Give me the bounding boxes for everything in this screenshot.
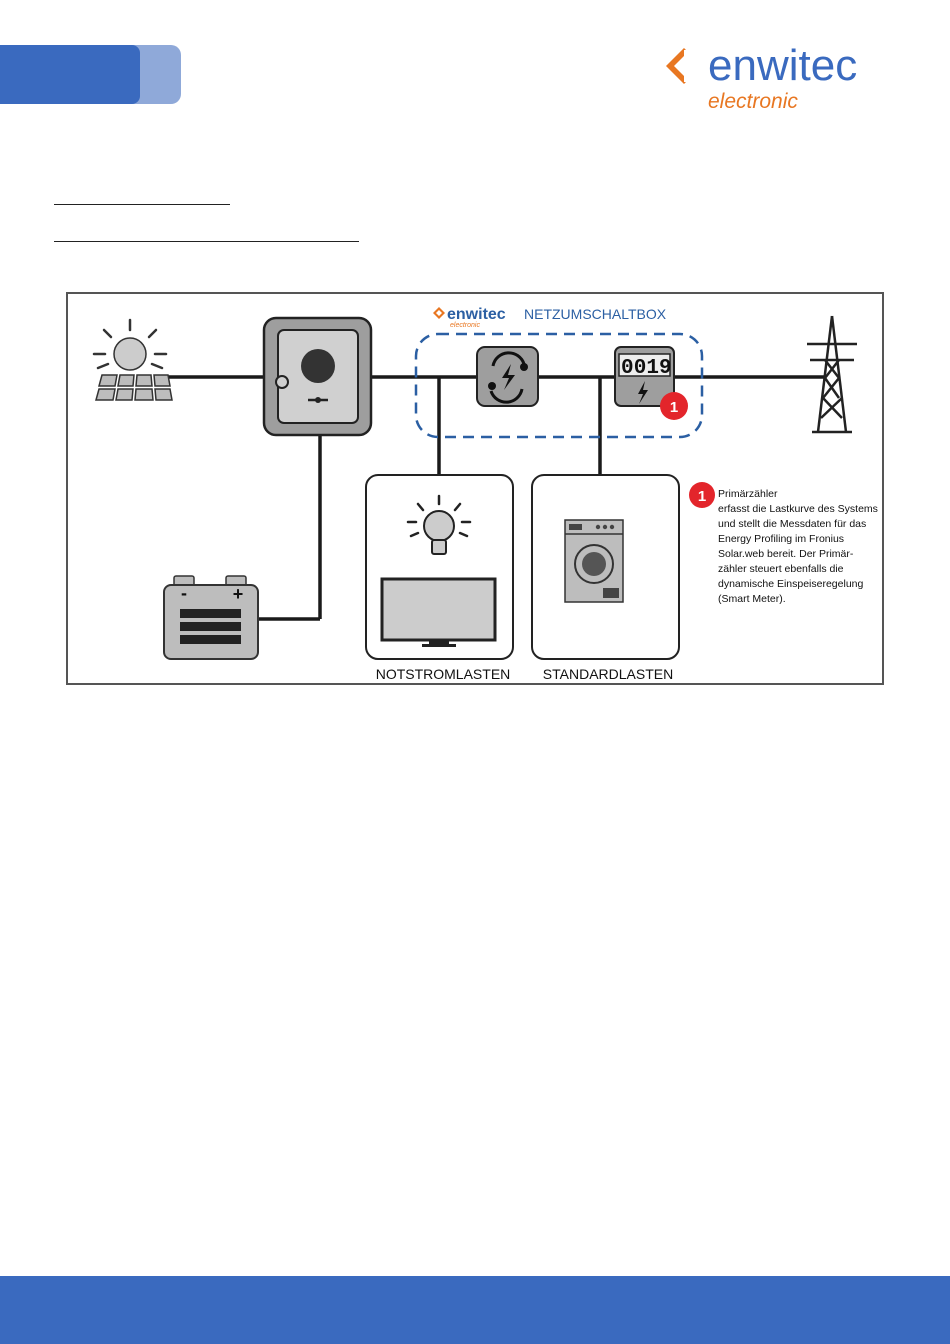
wiring	[158, 375, 824, 621]
meter-badge	[660, 392, 688, 420]
meter-badge-number: 1	[670, 399, 678, 416]
note-line: Solar.web bereit. Der Primär-	[718, 548, 854, 560]
header-tab-dark	[0, 45, 140, 104]
washing-machine-icon	[564, 519, 624, 603]
rule-long	[54, 241, 359, 242]
note-title: Primärzähler	[718, 488, 778, 500]
lightbulb-icon	[406, 494, 472, 555]
emergency-loads-label: NOTSTROMLASTEN	[376, 666, 511, 682]
logo-name: enwitec	[708, 41, 857, 90]
rule-short	[54, 204, 230, 205]
meter-icon: 001 9	[614, 346, 675, 407]
svg-text:+: +	[233, 584, 244, 604]
note-line: Energy Profiling im Fronius	[718, 533, 844, 545]
box-title: NETZUMSCHALTBOX	[524, 306, 667, 322]
switch-icon	[476, 346, 539, 407]
system-diagram: - + enwitec electronic NETZUMSCHALTBOX 0…	[66, 292, 884, 685]
enwitec-logo: enwitec electronic	[666, 41, 857, 113]
battery-icon: - +	[163, 575, 259, 660]
sun-icon	[92, 318, 168, 371]
box-brand-sub: electronic	[450, 322, 480, 329]
note-line: dynamische Einspeiseregelung	[718, 578, 863, 590]
note-badge-number: 1	[698, 488, 706, 505]
footer-bar	[0, 1276, 950, 1344]
logo-diamond-icon	[666, 48, 704, 84]
note-line: zähler steuert ebenfalls die	[718, 563, 844, 575]
logo-subname: electronic	[708, 90, 798, 113]
note-line: erfasst die Lastkurve des Systems	[718, 503, 878, 515]
meter-last-digit: 9	[659, 357, 672, 380]
meter-digits: 001	[621, 357, 659, 380]
svg-text:-: -	[181, 583, 187, 603]
note-line: und stellt die Messdaten für das	[718, 518, 866, 530]
box-brand: enwitec	[447, 306, 506, 323]
solar-panel-icon	[95, 374, 173, 401]
standard-loads-label: STANDARDLASTEN	[543, 666, 673, 682]
inverter-icon	[262, 316, 373, 437]
note-badge	[689, 482, 715, 508]
tv-icon	[380, 577, 497, 647]
switchbox-outline	[414, 332, 704, 439]
note-line: (Smart Meter).	[718, 593, 786, 605]
power-pylon-icon	[807, 315, 857, 434]
